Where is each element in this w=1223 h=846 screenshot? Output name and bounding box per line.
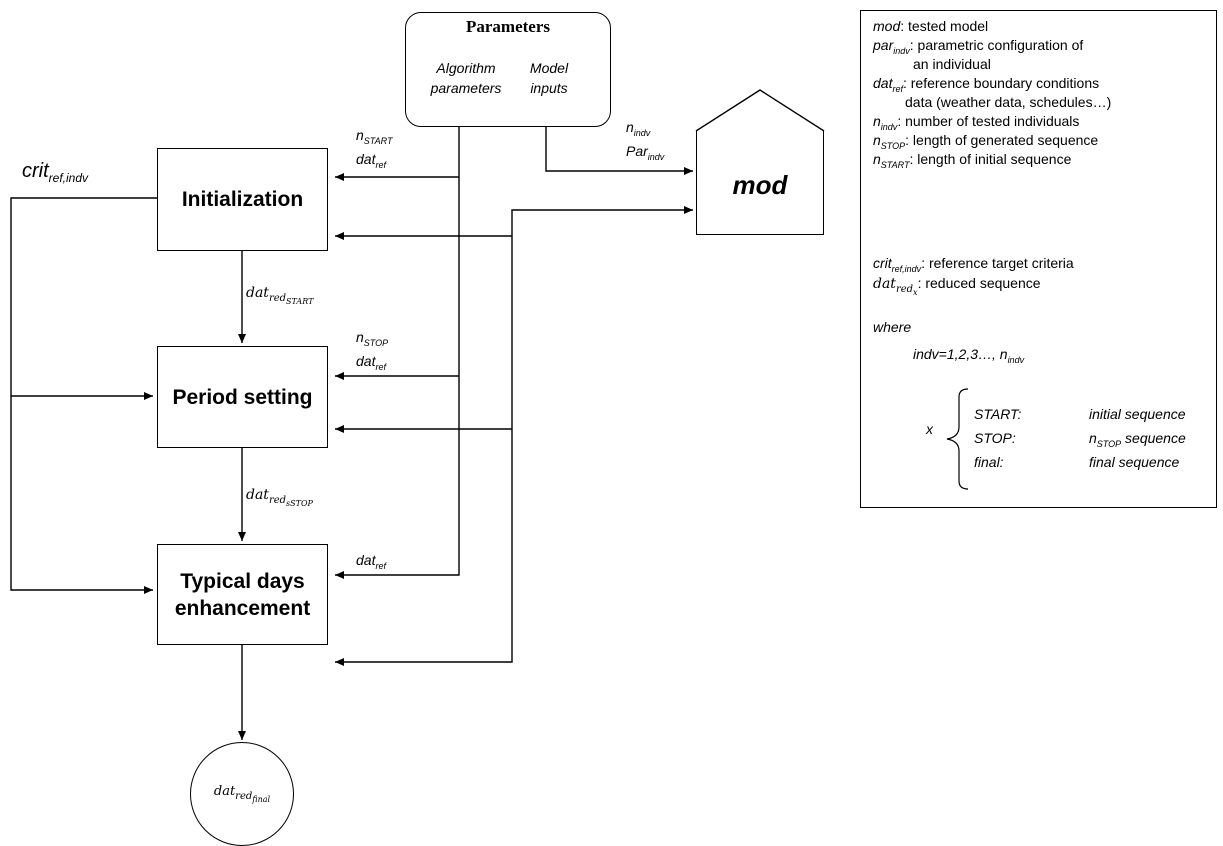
mod-feedback-line — [335, 236, 513, 666]
dat-red-start-label: datredSTART — [246, 285, 314, 306]
dat-red-sstop-label: datredsSTOP — [246, 487, 313, 508]
algorithm-params-line — [335, 104, 460, 579]
crit-line — [10, 197, 160, 594]
final-output-circle: datredfinal — [190, 742, 294, 846]
parameters-box: Parameters Algorithm parameters Model in… — [405, 12, 611, 127]
legend-nstop: nSTOP: length of generated sequence — [873, 132, 1099, 151]
period-setting-label: Period setting — [172, 385, 313, 409]
init-to-mod-arrow — [511, 206, 693, 236]
period-setting-box: Period setting — [157, 346, 328, 448]
legend-par: parindv: parametric configuration of — [873, 37, 1084, 56]
legend-case-final-value: final sequence — [1089, 454, 1180, 470]
legend-case-final-key: final: — [974, 454, 1004, 470]
mod-label: mod — [732, 170, 788, 200]
typical-days-box: Typical days enhancement — [157, 544, 328, 645]
initialization-label: Initialization — [181, 188, 304, 211]
legend-mod: mod: tested model — [873, 18, 989, 34]
legend-x: x — [926, 421, 933, 437]
typical-days-label-line1: Typical days — [180, 569, 305, 593]
algorithm-parameters-label: Algorithm parameters — [430, 60, 502, 96]
period-inputs-label: nSTOP datref — [356, 329, 389, 372]
legend-case-start-key: START: — [974, 406, 1022, 422]
legend-nstart: nSTART: length of initial sequence — [873, 151, 1072, 170]
init-inputs-label: nSTART datref — [356, 127, 393, 170]
mod-inputs-label: nindv Parindv — [626, 119, 665, 162]
legend-case-stop-value: nSTOP sequence — [1089, 430, 1186, 449]
crit-ref-indv-label: critref,indv — [22, 160, 89, 185]
legend-crit: critref,indv: reference target criteria — [873, 255, 1074, 274]
initialization-box: Initialization — [157, 148, 328, 251]
legend-indv-range: indv=1,2,3…, nindv — [913, 346, 1025, 365]
parameters-title: Parameters — [465, 17, 550, 36]
typical-days-label-line2: enhancement — [174, 596, 311, 620]
legend-box: mod: tested model parindv: parametric co… — [860, 10, 1217, 508]
legend-case-start-value: initial sequence — [1089, 406, 1186, 422]
legend-datred: datredx: reduced sequence — [873, 275, 1041, 297]
mod-roof — [695, 89, 825, 132]
legend-dat: datref: reference boundary conditions — [873, 75, 1100, 94]
legend-case-stop-key: STOP: — [974, 430, 1016, 446]
legend-dat-cont: data (weather data, schedules…) — [905, 94, 1112, 110]
mod-house — [696, 131, 824, 235]
legend-brace — [946, 388, 969, 490]
legend-where: where — [873, 319, 912, 335]
legend-nindv: nindv: number of tested individuals — [873, 113, 1080, 132]
typical-inputs-label: datref — [356, 552, 386, 571]
dat-red-final-label: datredfinal — [213, 784, 271, 804]
legend-par-cont: an individual — [913, 56, 991, 72]
model-inputs-label: Model inputs — [529, 60, 569, 96]
